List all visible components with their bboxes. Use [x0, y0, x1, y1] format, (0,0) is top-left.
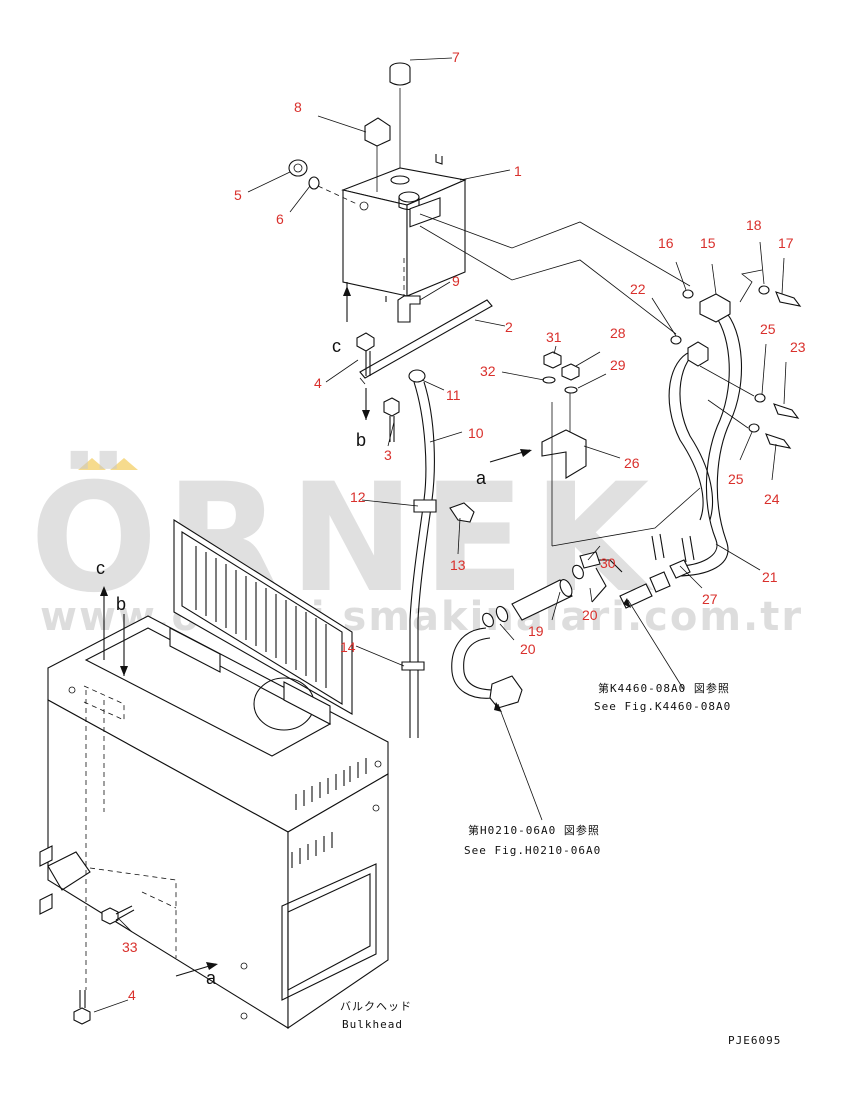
drain-hose	[401, 381, 437, 738]
callout-25-a: 25	[760, 321, 776, 337]
callout-leaders	[93, 57, 787, 1013]
callout-11: 11	[446, 387, 461, 403]
callout-numbers: 1 2 3 4 5 6 7 8 9 10 11 12 13 14 15 16 1…	[122, 49, 806, 1003]
callout-17: 17	[778, 235, 794, 251]
callout-3: 3	[384, 447, 392, 463]
letter-a-bottom: a	[206, 968, 217, 988]
fittings-lower	[579, 533, 695, 609]
callout-25-b: 25	[728, 471, 744, 487]
callout-23: 23	[790, 339, 806, 355]
callout-10: 10	[468, 425, 484, 441]
elbow-13	[449, 502, 475, 523]
callout-20-a: 20	[582, 607, 598, 623]
bolt-4-top	[356, 332, 375, 376]
hydraulic-pipe	[668, 289, 743, 577]
mounting-bracket	[359, 299, 493, 385]
callout-28: 28	[610, 325, 626, 341]
callout-14: 14	[340, 639, 356, 655]
callout-12: 12	[350, 489, 366, 505]
bolt-33	[101, 905, 135, 925]
letter-c-top: c	[332, 336, 341, 356]
callout-1: 1	[514, 163, 522, 179]
bulkhead-label-en: Bulkhead	[342, 1018, 403, 1031]
letter-a-top: a	[476, 468, 487, 488]
ref-k4460-en: See Fig.K4460-08A0	[594, 700, 731, 713]
callout-19: 19	[528, 623, 544, 639]
callout-16: 16	[658, 235, 674, 251]
callout-4-bottom: 4	[128, 987, 136, 1003]
bolt-4-bottom	[73, 990, 91, 1025]
ref-h0210-jp: 第H0210-06A0 図参照	[468, 823, 600, 837]
callout-32: 32	[480, 363, 496, 379]
ref-k4460-jp: 第K4460-08A0 図参照	[598, 681, 730, 695]
callout-6: 6	[276, 211, 284, 227]
nuts-washers	[542, 351, 580, 394]
letter-b-top: b	[356, 430, 366, 450]
callout-22: 22	[630, 281, 646, 297]
letter-b-bottom: b	[116, 594, 126, 614]
support-bracket	[541, 392, 587, 546]
view-letters: c b a c b a	[96, 336, 487, 988]
callout-24: 24	[764, 491, 780, 507]
short-hose	[482, 564, 584, 628]
callout-27: 27	[702, 591, 718, 607]
callout-26: 26	[624, 455, 640, 471]
callout-2: 2	[505, 319, 513, 335]
callout-15: 15	[700, 235, 716, 251]
assembly-lines	[419, 213, 763, 547]
bolt-3	[383, 397, 400, 442]
view-arrows	[343, 286, 532, 463]
callout-20-b: 20	[520, 641, 536, 657]
breather	[364, 117, 391, 192]
callout-13: 13	[450, 557, 466, 573]
callout-33: 33	[122, 939, 138, 955]
callout-8: 8	[294, 99, 302, 115]
callout-30: 30	[600, 555, 616, 571]
reference-leaders	[494, 598, 685, 821]
reference-notes: 第K4460-08A0 図参照 See Fig.K4460-08A0 第H021…	[340, 681, 781, 1047]
bulkhead	[39, 519, 389, 1030]
bent-pipe	[451, 627, 523, 709]
clamp-11	[408, 369, 426, 383]
ref-h0210-en: See Fig.H0210-06A0	[464, 844, 601, 857]
hydraulic-tank	[341, 154, 467, 302]
callout-9: 9	[452, 273, 460, 289]
drawing-code: PJE6095	[728, 1034, 781, 1047]
elbow-fitting	[397, 258, 421, 323]
sight-gauge	[288, 159, 358, 205]
bolts-right	[699, 285, 802, 449]
watermark: ÖRNEK www.orneki smakinalari.com.tr	[30, 450, 801, 640]
callout-18: 18	[746, 217, 762, 233]
bulkhead-arrows	[100, 586, 218, 977]
callout-4-top: 4	[314, 375, 322, 391]
letter-c-bottom: c	[96, 558, 105, 578]
bulkhead-label-jp: バルクヘッド	[340, 1000, 412, 1013]
filler-cap	[389, 62, 411, 168]
callout-7: 7	[452, 49, 460, 65]
callout-29: 29	[610, 357, 626, 373]
callout-31: 31	[546, 329, 562, 345]
callout-5: 5	[234, 187, 242, 203]
callout-21: 21	[762, 569, 778, 585]
